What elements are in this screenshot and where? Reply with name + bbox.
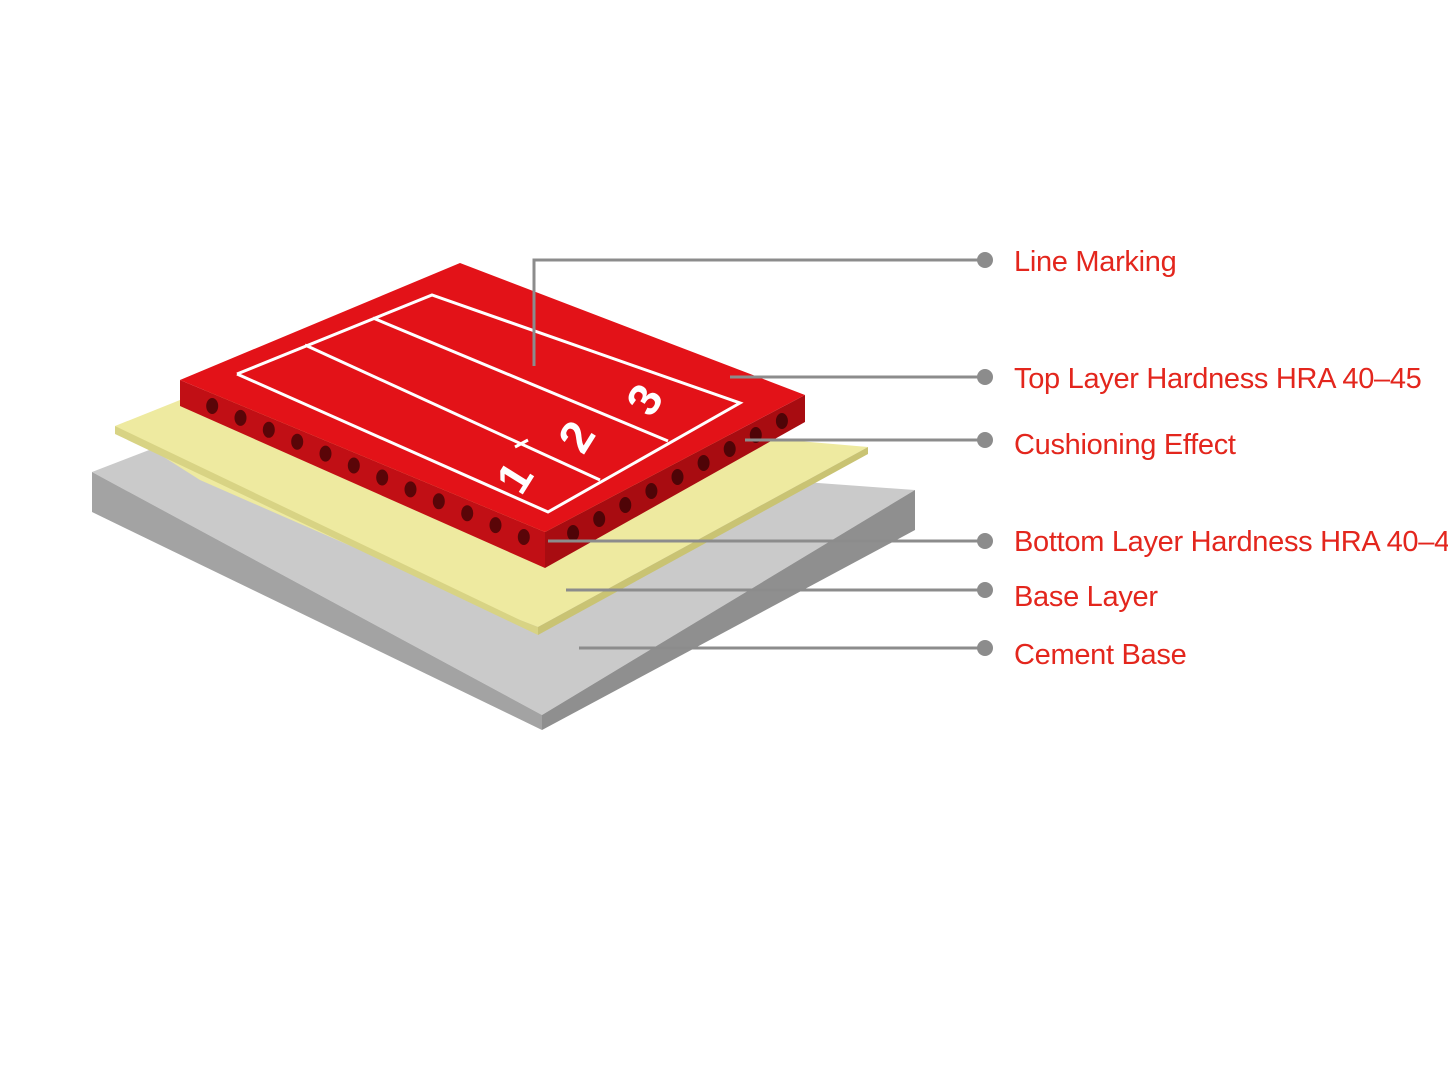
label-base-layer: Base Layer — [1014, 581, 1158, 613]
leader-dot-top-layer — [977, 369, 993, 385]
cushion-hole — [206, 398, 219, 414]
cushion-hole — [262, 421, 275, 438]
cushion-holes-front — [206, 398, 530, 545]
leader-dot-bottom-layer — [977, 533, 993, 549]
cushion-hole — [291, 433, 304, 450]
lane-finish-tick — [514, 438, 529, 449]
leader-dot-cushioning — [977, 432, 993, 448]
leader-dot-base-layer — [977, 582, 993, 598]
cushion-hole — [432, 493, 445, 510]
cement-base-side — [542, 490, 915, 730]
cushion-hole — [723, 441, 736, 457]
cushion-hole — [376, 469, 389, 486]
cement-base-front — [92, 472, 542, 730]
track-top-face — [180, 263, 805, 532]
lane-lines — [236, 293, 744, 514]
label-cement-base: Cement Base — [1014, 639, 1186, 671]
callout-labels: Line Marking Top Layer Hardness HRA 40–4… — [1014, 246, 1448, 671]
label-cushioning: Cushioning Effect — [1014, 429, 1236, 461]
cushion-hole — [645, 483, 658, 499]
label-line-marking: Line Marking — [1014, 246, 1176, 278]
cushion-hole — [567, 525, 580, 541]
lane-outline — [236, 293, 744, 514]
cushion-hole — [697, 455, 710, 471]
cushion-hole — [619, 497, 632, 513]
cushion-hole — [489, 517, 502, 534]
cushion-hole — [671, 469, 684, 485]
leader-line-marking — [532, 258, 985, 366]
leader-dots — [977, 252, 993, 656]
lane-divider-1 — [304, 343, 601, 482]
cushion-hole — [404, 481, 417, 498]
label-bottom-layer: Bottom Layer Hardness HRA 40–45 — [1014, 526, 1448, 558]
cushion-hole — [234, 409, 247, 426]
leader-lines — [532, 258, 985, 650]
cushion-hole — [593, 511, 606, 527]
cushion-hole — [517, 529, 530, 545]
cushion-hole — [461, 505, 474, 522]
label-top-layer: Top Layer Hardness HRA 40–45 — [1014, 363, 1422, 395]
lane-divider-2 — [372, 316, 669, 443]
cushion-hole — [319, 445, 332, 462]
base-layer-edge — [115, 426, 538, 635]
cushion-holes-side — [567, 413, 788, 541]
track-block: 1 2 3 — [180, 263, 805, 568]
cushion-hole — [775, 413, 788, 429]
cushion-hole — [347, 457, 360, 474]
leader-dot-line-marking — [977, 252, 993, 268]
leader-dot-cement-base — [977, 640, 993, 656]
